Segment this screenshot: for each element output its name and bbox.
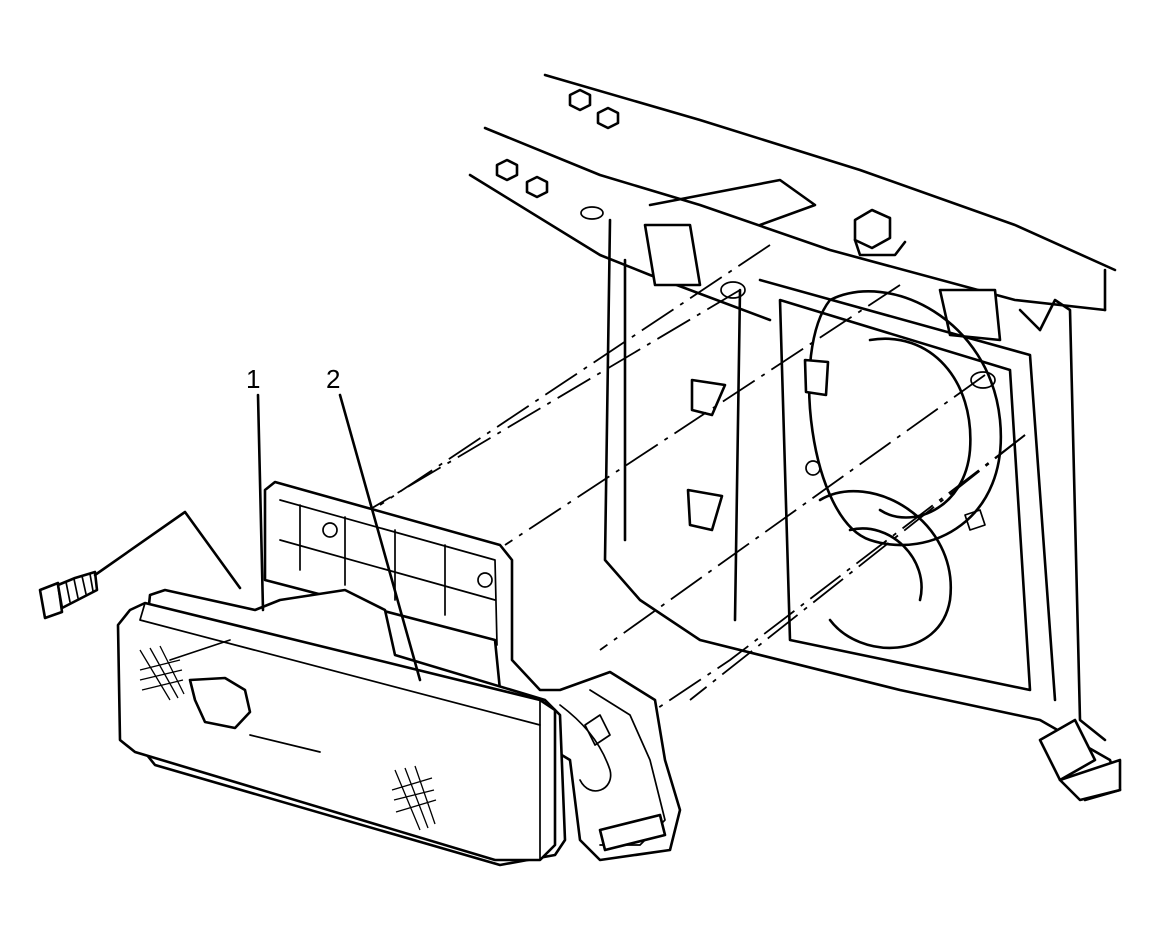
callout-leaders: [93, 393, 422, 682]
alignment-lines: [334, 244, 1026, 721]
radiator-support: [468, 73, 1122, 802]
callout-1: 1: [246, 364, 261, 394]
callout-2: 2: [326, 364, 341, 394]
screw-icon: [38, 570, 99, 620]
headlamp-assembly: [116, 588, 612, 867]
